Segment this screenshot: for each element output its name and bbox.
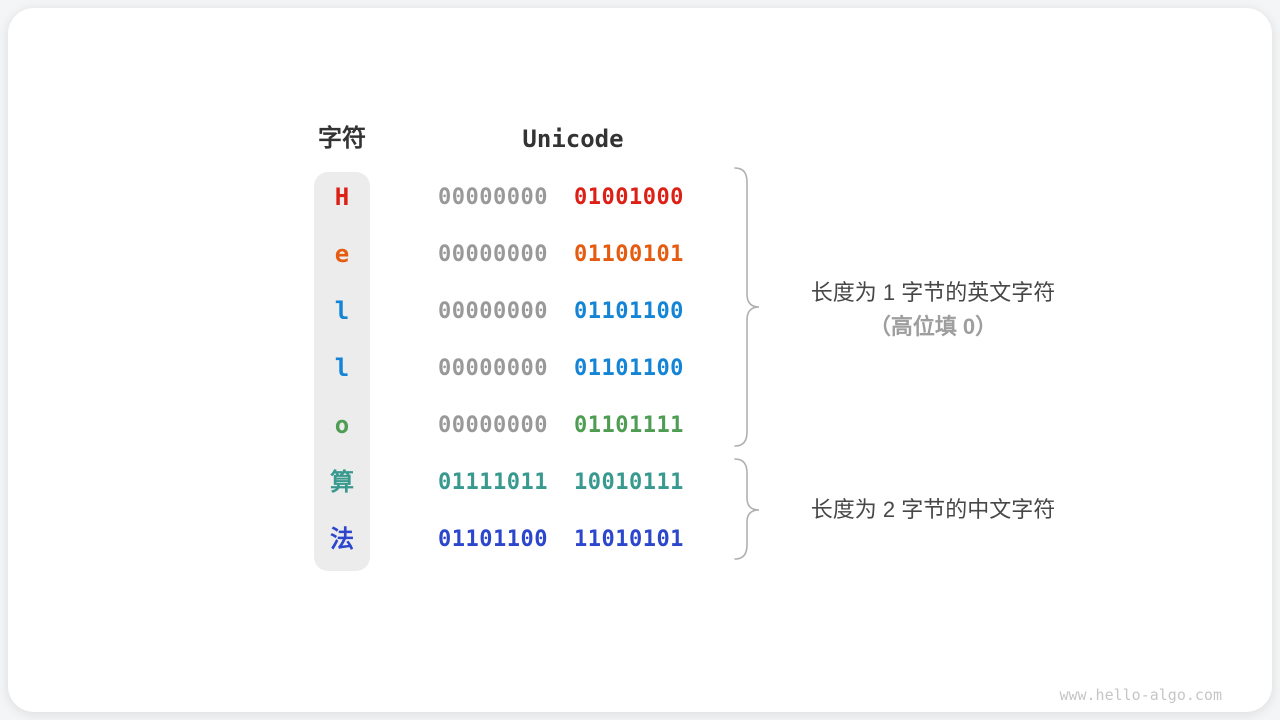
unicode-bits: 00000000 01101111	[438, 397, 684, 454]
character-cell: o	[334, 411, 350, 439]
unicode-bits: 01101100 11010101	[438, 511, 684, 568]
unicode-bits: 00000000 01101100	[438, 340, 684, 397]
encoding-row: 算 01111011 10010111	[8, 454, 1272, 511]
figure-card: 字符 Unicode H 00000000 01001000 e 00000000…	[8, 8, 1272, 712]
character-cell: l	[334, 297, 350, 325]
character-cell: H	[334, 183, 350, 211]
high-byte: 00000000	[438, 185, 548, 210]
low-byte: 01101100	[573, 356, 684, 381]
unicode-bits: 01111011 10010111	[438, 454, 684, 511]
character-cell: e	[334, 240, 350, 268]
column-header-unicode: Unicode	[522, 125, 624, 153]
encoding-row: H 00000000 01001000	[8, 169, 1272, 226]
character-cell: 算	[330, 468, 354, 496]
high-byte: 01101100	[438, 527, 548, 552]
high-byte: 00000000	[438, 356, 548, 381]
high-byte: 00000000	[438, 413, 548, 438]
low-byte: 01100101	[573, 242, 684, 267]
encoding-row: 法 01101100 11010101	[8, 511, 1272, 568]
annotation-english-line1: 长度为 1 字节的英文字符	[810, 280, 1056, 305]
low-byte: 01001000	[573, 185, 684, 210]
encoding-row: l 00000000 01101100	[8, 283, 1272, 340]
character-cell: 法	[330, 525, 354, 553]
annotation-english-line2: （高位填 0）	[868, 314, 998, 339]
low-byte: 10010111	[573, 470, 684, 495]
character-column-background	[314, 172, 370, 571]
encoding-row: l 00000000 01101100	[8, 340, 1272, 397]
high-byte: 01111011	[438, 470, 548, 495]
low-byte: 01101111	[573, 413, 684, 438]
low-byte: 01101100	[573, 299, 684, 324]
annotation-chinese-chars: 长度为 2 字节的中文字符	[810, 497, 1056, 522]
unicode-bits: 00000000 01001000	[438, 169, 684, 226]
column-header-character: 字符	[318, 125, 366, 152]
character-cell: l	[334, 354, 350, 382]
encoding-row: o 00000000 01101111	[8, 397, 1272, 454]
brace-chinese-group	[734, 457, 761, 561]
unicode-bits: 00000000 01100101	[438, 226, 684, 283]
encoding-row: e 00000000 01100101	[8, 226, 1272, 283]
brace-english-group	[734, 166, 761, 448]
low-byte: 11010101	[573, 527, 684, 552]
high-byte: 00000000	[438, 299, 548, 324]
watermark-url: www.hello-algo.com	[1059, 686, 1222, 704]
unicode-bits: 00000000 01101100	[438, 283, 684, 340]
high-byte: 00000000	[438, 242, 548, 267]
annotation-english-chars: 长度为 1 字节的英文字符 （高位填 0）	[768, 276, 1098, 344]
